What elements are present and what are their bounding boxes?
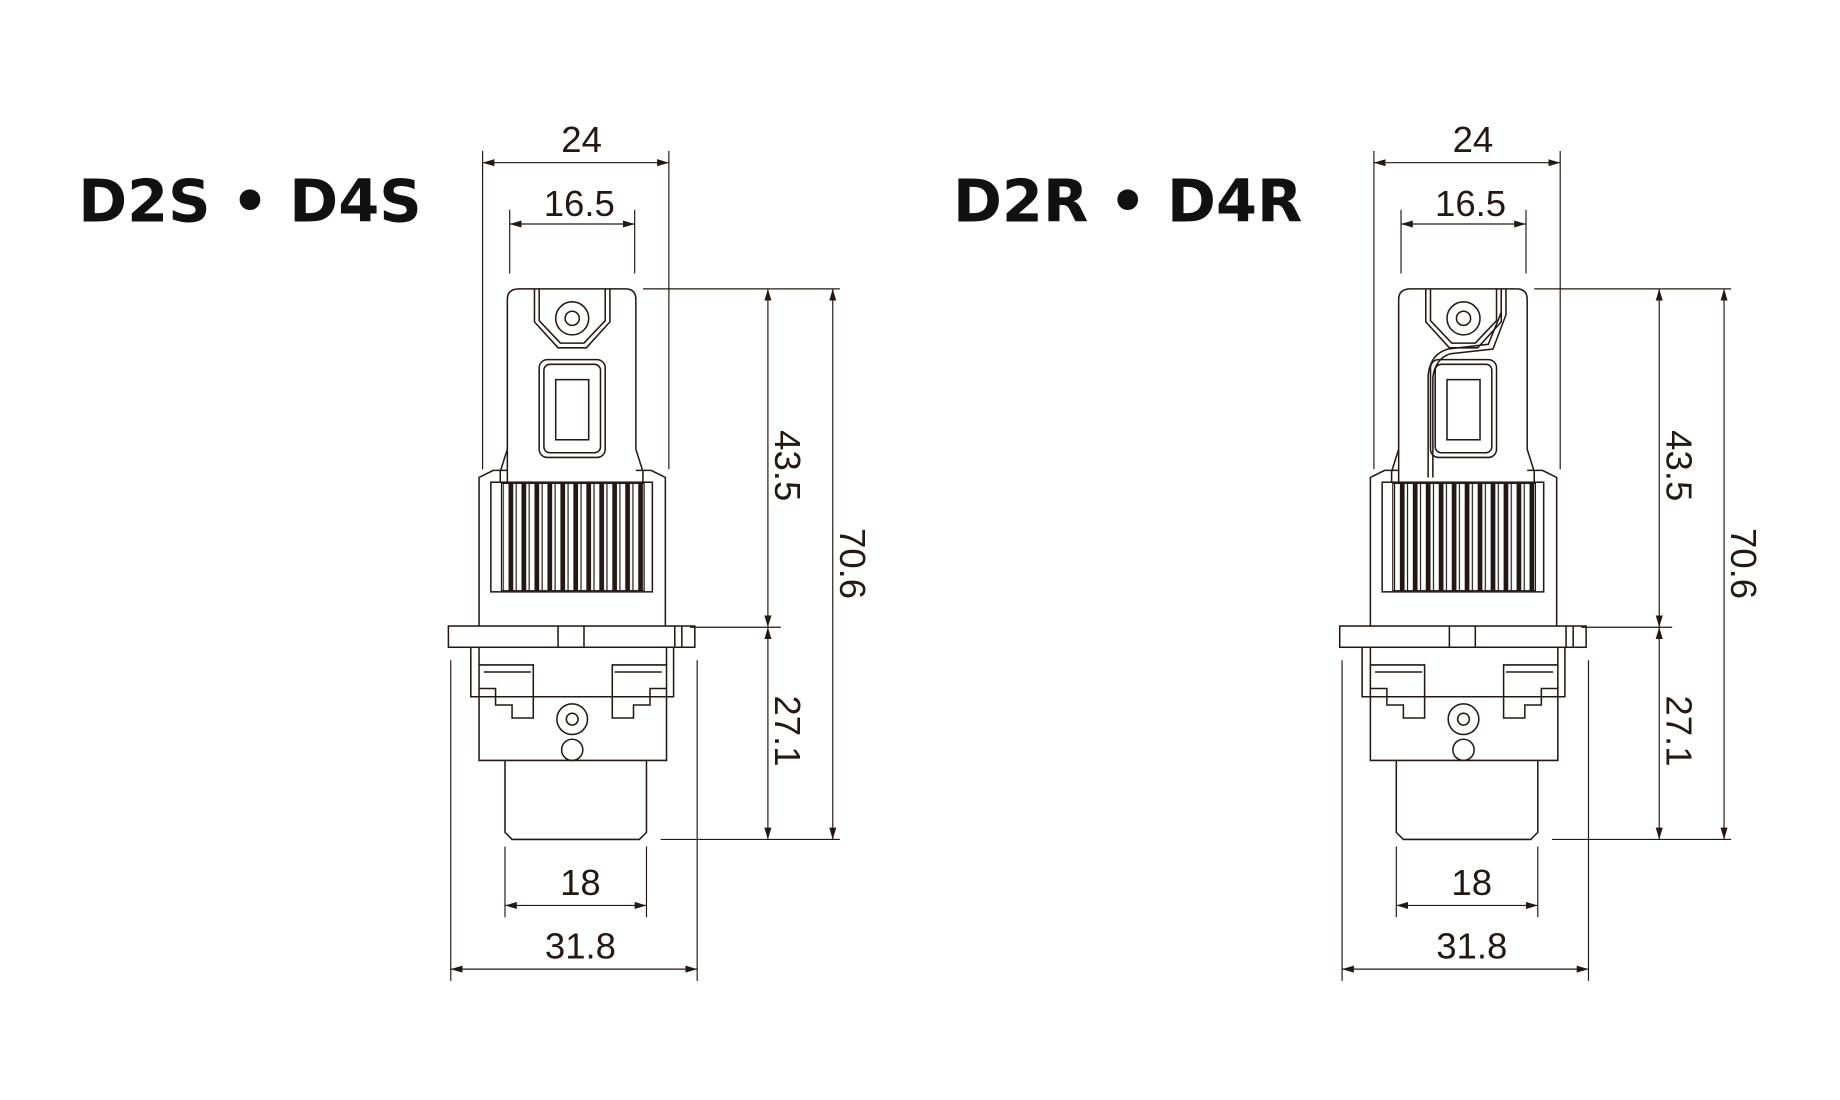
bulb-d2r-d4r: D2R • D4R 24 16.5 43.5 70.6 27.1 18 31.8 [953,119,1764,981]
shield-contour-inner [1432,288,1507,478]
dim-base-height: 27.1 [1658,695,1699,766]
dim-cap-width: 18 [560,862,601,903]
dim-overall-width: 24 [561,119,602,160]
bulb-drawing [1340,151,1731,981]
dim-flange-width: 31.8 [1436,926,1507,967]
dim-base-height: 27.1 [767,695,808,766]
shield-contour [1427,288,1503,478]
model-title: D2S • D4S [78,167,421,236]
dim-head-height: 43.5 [767,430,808,501]
dim-head-width: 16.5 [544,183,615,224]
bulb-drawing [448,151,839,981]
model-title: D2R • D4R [953,167,1302,236]
dim-overall-width: 24 [1453,119,1494,160]
dim-total-height: 70.6 [1723,528,1764,599]
dim-cap-width: 18 [1451,862,1492,903]
dim-total-height: 70.6 [832,528,873,599]
bulb-d2s-d4s: D2S • D4S 24 16.5 43.5 70.6 27.1 18 31.8 [78,119,873,981]
dim-head-height: 43.5 [1658,430,1699,501]
dim-flange-width: 31.8 [545,926,616,967]
dim-head-width: 16.5 [1435,183,1506,224]
